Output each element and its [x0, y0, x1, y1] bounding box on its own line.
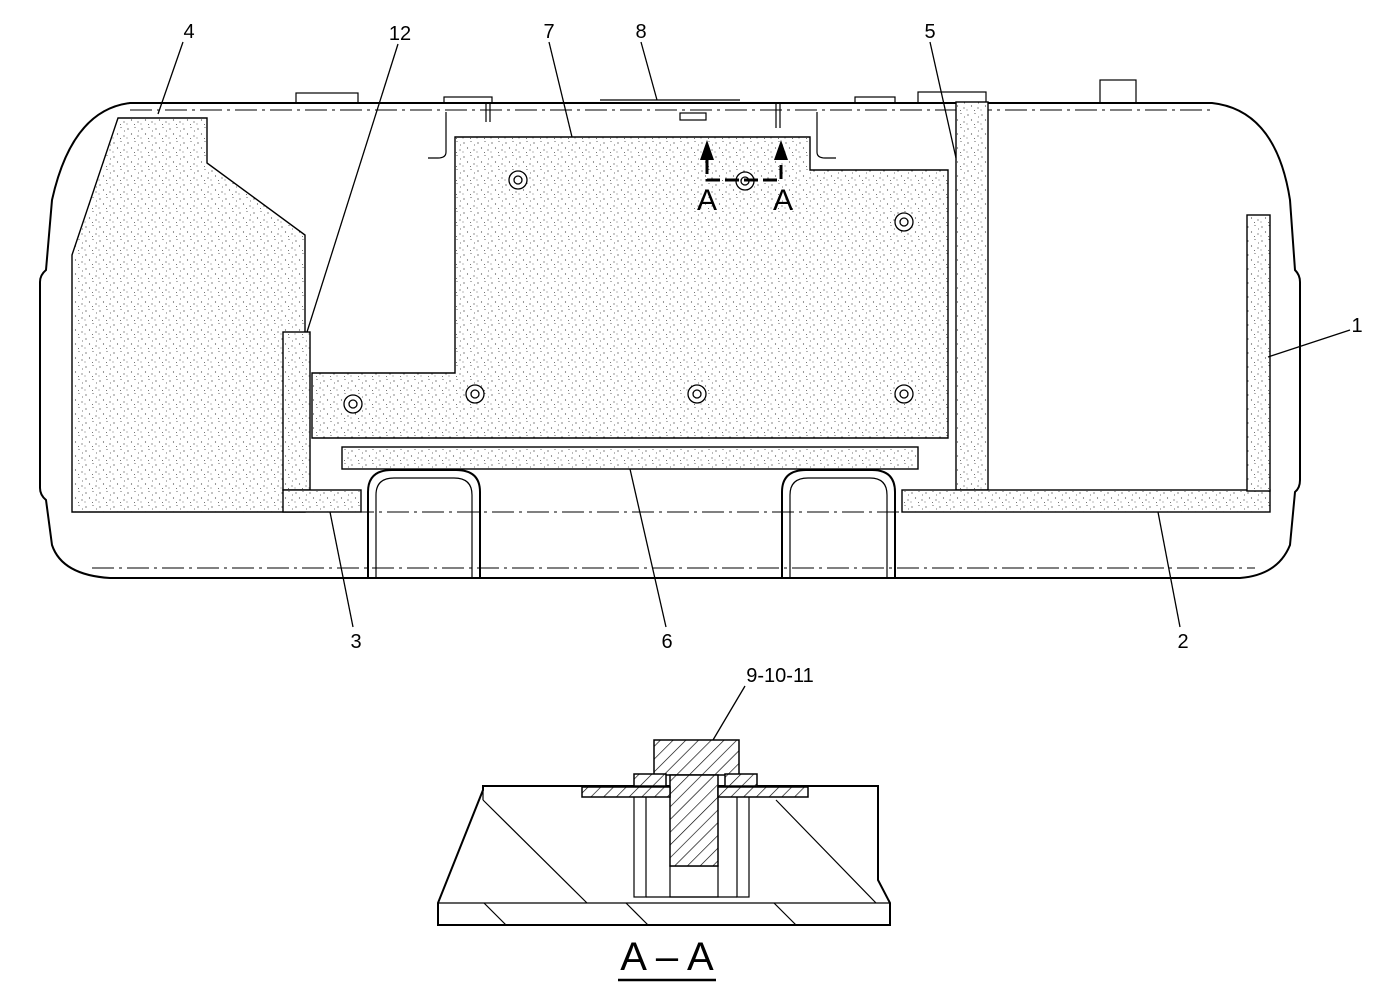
section-mark-right: A: [773, 184, 793, 217]
foam-strip-6: [341, 446, 919, 470]
foam-strip-1: [1246, 214, 1271, 492]
plate-right: [717, 786, 809, 798]
saddle-supports: [367, 469, 896, 578]
callout-3: 3: [350, 631, 361, 653]
callout-labels: 4 12 7 8 5 1 3 6 2 9-10-11: [183, 21, 1362, 687]
bolt: [465, 384, 485, 404]
bolt: [508, 170, 528, 190]
foam-strip-3: [282, 489, 362, 513]
callout-8: 8: [635, 21, 646, 43]
section-mark-left: A: [697, 184, 717, 217]
bolt: [343, 394, 363, 414]
foam-pad-4: [71, 117, 306, 513]
section-title: A – A: [620, 935, 714, 979]
bolt: [687, 384, 707, 404]
callout-6: 6: [661, 631, 672, 653]
bolt-section: [653, 739, 740, 776]
plate-left: [581, 786, 671, 798]
callout-7: 7: [543, 21, 554, 43]
foam-strip-12: [282, 331, 311, 491]
foam-panels: [71, 101, 1271, 513]
bolt-shank: [669, 774, 719, 867]
section-cut-marker: A A: [697, 140, 793, 217]
foam-strip-2: [901, 489, 1271, 513]
callout-4: 4: [183, 21, 194, 43]
bolt: [894, 212, 914, 232]
callout-5: 5: [924, 21, 935, 43]
washer-right: [724, 773, 758, 787]
callout-2: 2: [1177, 631, 1188, 653]
callout-1: 1: [1351, 315, 1362, 337]
callout-leaders: [157, 41, 1351, 741]
callout-9-10-11: 9-10-11: [746, 665, 813, 687]
section-a-a-detail: A – A: [437, 739, 891, 982]
foam-pad-7: [311, 136, 949, 439]
bolt: [894, 384, 914, 404]
washer-left: [633, 773, 667, 787]
foam-strip-5: [955, 101, 989, 491]
callout-12: 12: [389, 23, 411, 45]
